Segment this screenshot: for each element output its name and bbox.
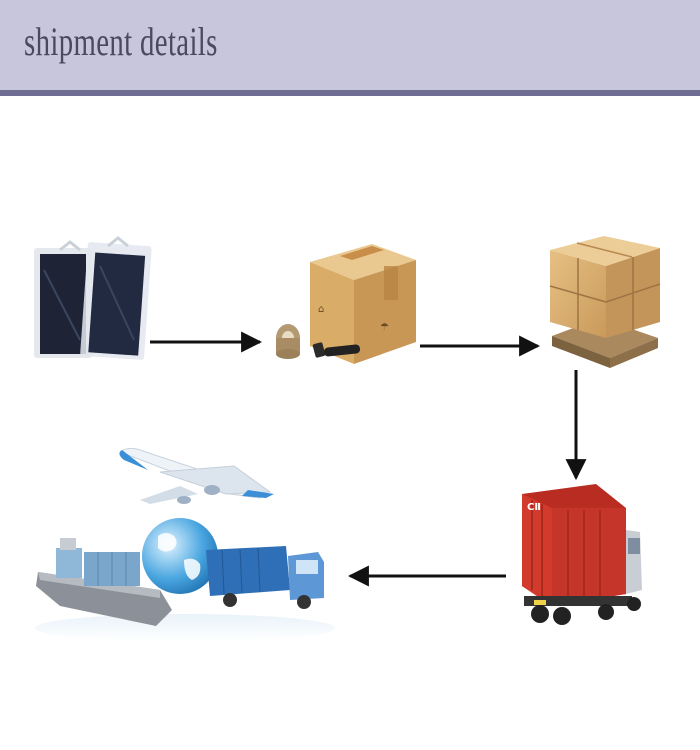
svg-text:⌂: ⌂ <box>318 304 324 315</box>
svg-text:☂: ☂ <box>380 322 389 333</box>
container-truck-icon: CⅡ <box>522 484 642 625</box>
blue-truck-icon <box>206 546 324 609</box>
pallet-icon <box>549 236 661 368</box>
airplane-icon <box>118 447 274 504</box>
cardboard-box-icon: ⌂ ☂ <box>310 244 416 364</box>
header-bar <box>0 0 700 90</box>
page-title: shipment details <box>24 19 218 64</box>
plastic-bag-icon <box>34 236 152 360</box>
header-divider <box>0 90 700 96</box>
cargo-ship-icon <box>36 538 172 626</box>
globe-transport-icon <box>35 447 335 642</box>
container-marking: CⅡ <box>527 502 541 513</box>
tape-roll-icon <box>276 324 361 359</box>
